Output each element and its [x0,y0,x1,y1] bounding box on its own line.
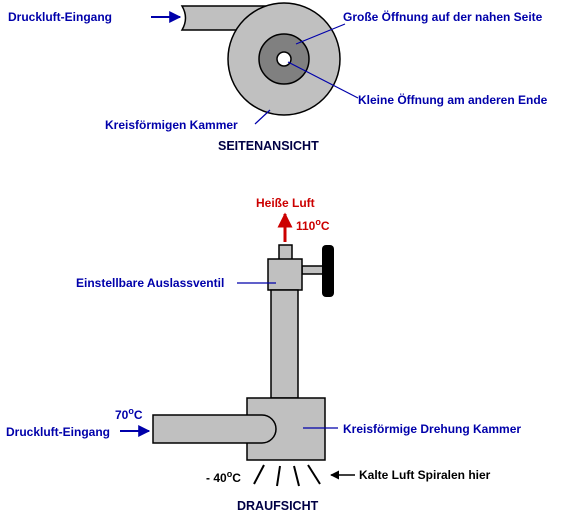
inlet-temp-value: 70 [115,408,129,422]
cold-temp: - 40oC [206,469,241,485]
hot-temp: 110oC [296,217,330,233]
side-inlet-label: Druckluft-Eingang [8,10,112,24]
hot-tube [270,289,299,399]
top-chamber-label: Kreisförmige Drehung Kammer [343,422,521,436]
top-inlet-pipe [152,414,277,444]
valve-stem [301,265,325,275]
top-inlet-label: Druckluft-Eingang [6,425,110,439]
cold-ray [293,465,300,487]
side-chamber-leader [254,109,271,125]
hot-temp-value: 110 [296,219,316,233]
side-chamber-label: Kreisförmigen Kammer [105,118,238,132]
side-large-opening-leader [295,23,346,45]
cold-ray [276,465,281,487]
top-view: Heiße Luft 110oC Einstellbare Auslassven… [6,196,521,513]
side-large-opening-label: Große Öffnung auf der nahen Seite [343,9,543,24]
hot-air-label: Heiße Luft [256,196,315,210]
cold-temp-unit: C [232,471,241,485]
side-small-opening-label: Kleine Öffnung am anderen Ende [358,92,548,107]
cold-temp-degree: o [227,469,233,479]
side-view: Druckluft-Eingang Große Öffnung auf der … [8,2,548,153]
side-view-title: SEITENANSICHT [218,139,319,153]
valve-label: Einstellbare Auslassventil [76,276,224,290]
side-small-opening-leader [287,61,359,99]
side-small-opening [276,51,292,67]
cold-ray [253,464,265,485]
hot-temp-unit: C [321,219,330,233]
hot-temp-degree: o [315,217,321,227]
hot-outlet-nozzle [278,244,293,261]
inlet-temp: 70oC [115,406,143,422]
valve-knob [322,245,334,297]
cold-temp-value: - 40 [206,471,227,485]
inlet-temp-degree: o [128,406,134,416]
valve-block [267,258,303,291]
inlet-temp-unit: C [134,408,143,422]
cold-air-rays [253,464,321,487]
top-view-title: DRAUFSICHT [237,499,319,513]
cold-label: Kalte Luft Spiralen hier [359,468,491,482]
cold-ray [307,464,321,485]
